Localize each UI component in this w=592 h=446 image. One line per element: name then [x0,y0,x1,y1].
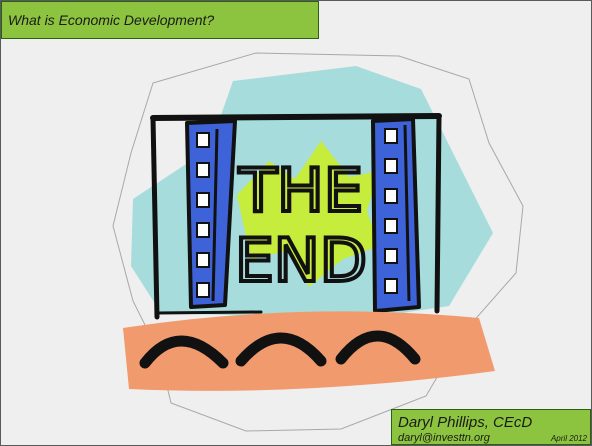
author-name: Daryl Phillips, CEcD [398,414,533,431]
slide-title: What is Economic Development? [8,12,215,28]
left-filmstrip [185,119,237,309]
caption-the: THE [238,156,363,226]
outline-frame [112,52,524,432]
right-filmstrip [371,117,421,313]
seat-right [335,330,421,365]
theater-seats [139,330,421,369]
presentation-date: April 2012 [550,434,587,443]
green-splash [237,141,379,287]
seat-left [139,335,229,369]
author-footer: Daryl Phillips, CEcD daryl@investtn.org … [391,409,591,445]
movie-screen-frame [150,113,442,320]
author-email: daryl@investtn.org [398,432,490,444]
seat-middle [235,332,327,367]
title-bar: What is Economic Development? [1,1,319,39]
caption-end: END [235,226,367,296]
